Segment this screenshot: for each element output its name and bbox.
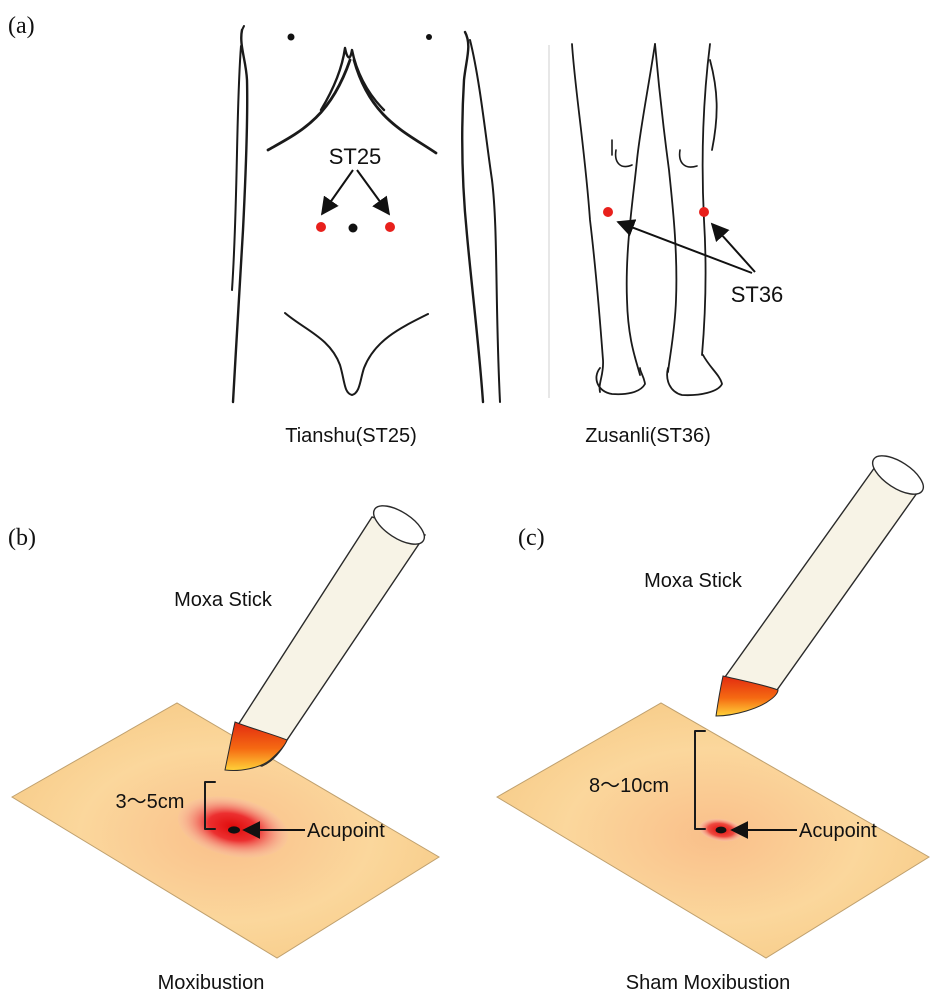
acupoint-marker-c [716,827,727,834]
acupoint-marker-b [228,826,240,833]
st25-label: ST25 [329,144,382,169]
left-leg-outer [572,44,603,392]
moxa-stick-b [225,498,430,770]
moxa-stick-label-b: Moxa Stick [174,589,273,611]
right-leg-inner [655,44,676,372]
right-rib-line [354,60,436,153]
distance-label-c: 8～10cm [589,775,669,797]
st25-arrow-right [357,170,389,214]
legs-drawing: ST36 [572,44,783,395]
moxa-stick-label-c: Moxa Stick [644,570,743,592]
left-leg-inner [627,44,655,375]
panel-b-label: (b) [8,525,36,551]
right-leg-outer [702,44,710,355]
st36-label: ST36 [731,282,784,307]
navel-mark [349,224,358,233]
sham-moxibustion-caption: Sham Moxibustion [626,972,791,994]
left-nipple-mark [288,34,295,41]
panel-a: (a) [8,13,783,447]
acupoint-label-c: Acupoint [799,820,877,842]
panel-c-label: (c) [518,525,545,551]
right-nipple-mark [426,34,432,40]
zusanli-caption: Zusanli(ST36) [585,425,711,447]
st36-arrow-right [712,224,755,272]
torso-drawing: ST25 [232,26,500,402]
st25-right-point [385,222,395,232]
distance-label-b: 3～5cm [116,791,185,813]
st25-arrow-left [322,170,353,214]
left-foot [596,368,645,394]
st36-left-point [603,207,613,217]
moxibustion-caption: Moxibustion [158,972,265,994]
panel-b: (b) Moxa Stick 3～5cm Acupoint Moxibustio… [8,498,439,994]
panel-c: (c) Moxa Stick 8～10cm Acupoint Sham Moxi… [497,448,929,994]
groin-line [285,313,428,395]
st36-right-point [699,207,709,217]
right-foot [667,355,722,395]
moxa-stick-c [716,448,929,716]
acupoint-label-b: Acupoint [307,820,385,842]
st25-left-point [316,222,326,232]
tianshu-caption: Tianshu(ST25) [285,425,417,447]
panel-a-label: (a) [8,13,35,39]
